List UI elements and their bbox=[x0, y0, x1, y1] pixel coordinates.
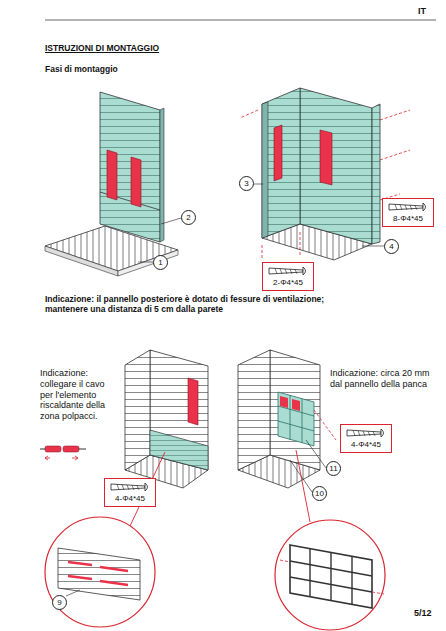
screw-spec: 2-Φ4*45 bbox=[267, 279, 309, 288]
cable-connector bbox=[40, 446, 86, 460]
callout-text: 4 bbox=[387, 240, 396, 253]
page-number: 5/12 bbox=[414, 608, 432, 619]
callout-number: 11 bbox=[326, 461, 341, 476]
callout-text: 10 bbox=[315, 487, 324, 500]
screw-spec: 4-Φ4*45 bbox=[109, 495, 151, 504]
screw-spec-box: 4-Φ4*45 bbox=[104, 478, 156, 507]
distance-note: Indicazione: circa 20 mm dal pannello de… bbox=[330, 368, 434, 390]
figure-calf-heater bbox=[40, 350, 208, 627]
ventilation-note: Indicazione: il pannello posteriore è do… bbox=[45, 294, 365, 314]
callout-text: 9 bbox=[55, 596, 64, 609]
callout-text: 1 bbox=[156, 256, 165, 269]
screw-spec-box: 2-Φ4*45 bbox=[262, 262, 314, 291]
screw-icon bbox=[345, 427, 387, 439]
callout-number: 3 bbox=[239, 176, 254, 191]
screw-spec: 4-Φ4*45 bbox=[345, 441, 387, 450]
callout-text: 2 bbox=[184, 211, 193, 224]
screw-spec-box: 8-Φ4*45 bbox=[382, 198, 434, 227]
callout-number: 2 bbox=[181, 210, 196, 225]
screw-spec-box: 4-Φ4*45 bbox=[340, 424, 392, 453]
screw-icon bbox=[387, 201, 429, 213]
language-code: IT bbox=[418, 6, 426, 17]
figure-back-panel bbox=[45, 92, 181, 276]
section-heading: Fasi di montaggio bbox=[45, 64, 118, 74]
callout-number: 9 bbox=[52, 595, 67, 610]
figure-bench-frame bbox=[238, 350, 385, 630]
callout-text: 11 bbox=[329, 462, 338, 475]
screw-icon bbox=[109, 481, 151, 493]
callout-number: 10 bbox=[312, 486, 327, 501]
page-title: ISTRUZIONI DI MONTAGGIO bbox=[45, 43, 159, 53]
callout-number: 4 bbox=[384, 239, 399, 254]
screw-icon bbox=[267, 265, 309, 277]
screw-spec: 8-Φ4*45 bbox=[387, 215, 429, 224]
callout-number: 1 bbox=[153, 255, 168, 270]
figure-enclosure-walls bbox=[240, 88, 410, 260]
cable-note: Indicazione: collegare il cavo per l'ele… bbox=[40, 368, 120, 422]
callout-text: 3 bbox=[242, 177, 251, 190]
